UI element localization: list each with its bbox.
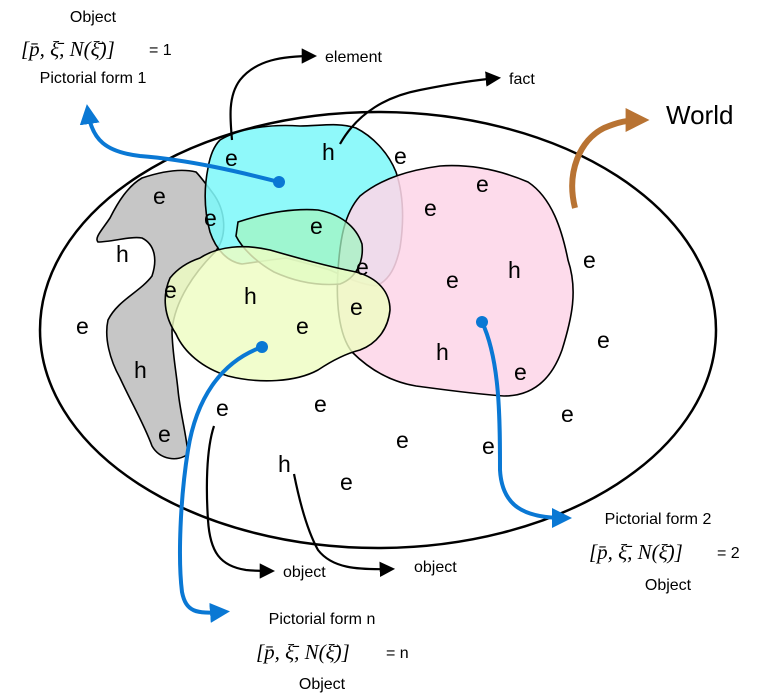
letter-e: e <box>424 195 437 221</box>
pictorial-form-1-label: Pictorial form 1 <box>40 70 147 87</box>
object-label-a: object <box>283 564 326 581</box>
letter-e: e <box>583 247 596 273</box>
letter-e: e <box>204 205 217 231</box>
object-arrow-a <box>205 425 276 579</box>
object-form2-label: Object <box>645 577 692 594</box>
letter-e: e <box>561 401 574 427</box>
world-arrow <box>569 108 650 209</box>
letter-e: e <box>153 183 166 209</box>
letter-h: h <box>436 339 449 365</box>
letter-e: e <box>350 294 363 320</box>
form2-value: = 2 <box>717 545 740 562</box>
object-top-label: Object <box>70 9 117 26</box>
object-formn-label: Object <box>299 676 346 693</box>
object-label-b: object <box>414 559 457 576</box>
letter-h: h <box>322 139 335 165</box>
form2-arrow <box>480 321 572 528</box>
form2-equation: [p̄, ξ̄, N(ξ̄)] <box>589 540 683 564</box>
letter-h: h <box>134 357 147 383</box>
formn-equation: [p̄, ξ̄, N(ξ̄)] <box>256 640 350 664</box>
element-label: element <box>325 49 382 66</box>
fact-label: fact <box>509 71 535 88</box>
letter-e: e <box>394 143 407 169</box>
world-boundary <box>38 110 718 550</box>
object-arrow-b <box>292 473 396 578</box>
element-arrow <box>229 48 318 141</box>
form1-arrow <box>79 104 280 184</box>
fact-arrow <box>339 71 502 145</box>
letter-e: e <box>314 391 327 417</box>
letter-e: e <box>396 427 409 453</box>
letter-h: h <box>508 257 521 283</box>
form1-equation: [p̄, ξ̄, N(ξ̄)] <box>21 37 115 61</box>
letter-h: h <box>116 241 129 267</box>
letter-e: e <box>482 433 495 459</box>
letter-e: e <box>296 313 309 339</box>
letter-h: h <box>278 451 291 477</box>
letter-e: e <box>158 421 171 447</box>
letter-e: e <box>597 327 610 353</box>
letter-e: e <box>76 313 89 339</box>
world-label: World <box>666 100 733 130</box>
letter-e: e <box>446 267 459 293</box>
formn-arrow <box>178 345 263 623</box>
region-letters: e h e e e e e e h e e h e e h e e e e h … <box>76 139 610 495</box>
letter-e: e <box>356 254 369 280</box>
formn-value: = n <box>386 645 409 662</box>
letter-e: e <box>164 277 177 303</box>
letter-e: e <box>476 171 489 197</box>
letter-e: e <box>225 145 238 171</box>
letter-e: e <box>310 213 323 239</box>
letter-e: e <box>514 359 527 385</box>
letter-e: e <box>216 395 229 421</box>
pictorial-form-n-label: Pictorial form n <box>269 611 376 628</box>
letter-e: e <box>340 469 353 495</box>
form1-value: = 1 <box>149 42 172 59</box>
yellow-region <box>164 245 391 382</box>
letter-h: h <box>244 283 257 309</box>
pictorial-form-2-label: Pictorial form 2 <box>605 511 712 528</box>
